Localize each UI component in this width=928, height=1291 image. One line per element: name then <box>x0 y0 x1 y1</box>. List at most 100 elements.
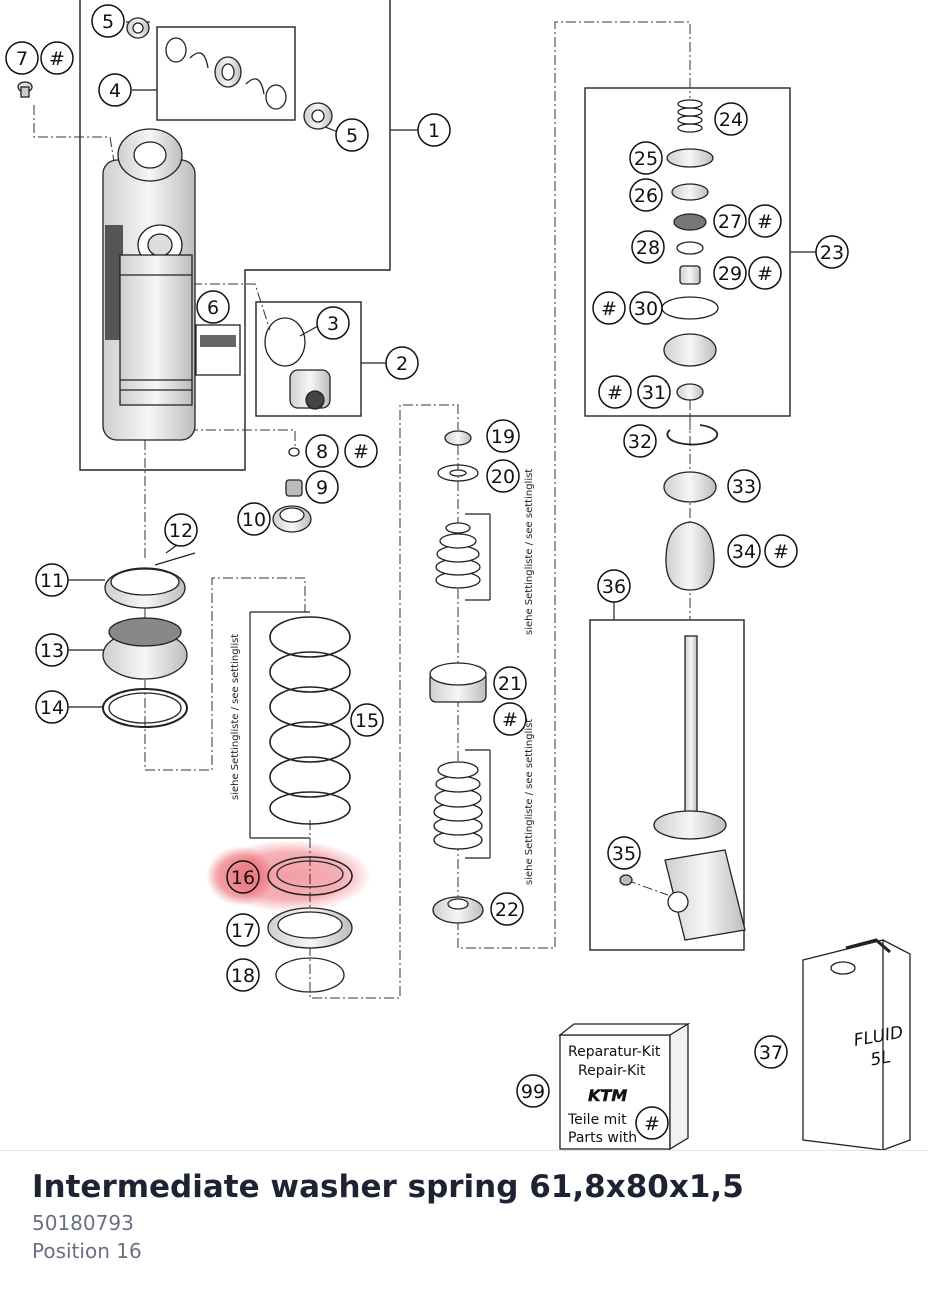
callout-1[interactable]: 1 <box>417 113 451 147</box>
svg-text:9: 9 <box>316 477 328 499</box>
callout-12[interactable]: 12 <box>164 513 198 547</box>
callout-36[interactable]: 36 <box>597 569 631 603</box>
svg-text:10: 10 <box>242 509 266 531</box>
svg-text:14: 14 <box>40 697 64 719</box>
callout-9[interactable]: 9 <box>305 470 339 504</box>
callout-19[interactable]: 19 <box>486 419 520 453</box>
svg-text:20: 20 <box>491 466 515 488</box>
callout-18[interactable]: 18 <box>226 958 260 992</box>
svg-text:6: 6 <box>207 297 219 319</box>
callout-30[interactable]: 30 <box>629 291 663 325</box>
svg-text:16: 16 <box>231 867 255 889</box>
svg-text:#: # <box>644 1113 660 1135</box>
callout-32[interactable]: 32 <box>623 424 657 458</box>
callout-24[interactable]: 24 <box>714 102 748 136</box>
callout-15[interactable]: 15 <box>350 703 384 737</box>
svg-text:37: 37 <box>759 1042 783 1064</box>
hash-marker-4: # <box>748 256 782 290</box>
svg-text:24: 24 <box>719 109 743 131</box>
svg-text:#: # <box>353 441 369 463</box>
svg-text:3: 3 <box>327 313 339 335</box>
svg-text:34: 34 <box>732 541 756 563</box>
svg-text:26: 26 <box>634 185 658 207</box>
group-boxes <box>79 0 791 951</box>
callout-28[interactable]: 28 <box>631 230 665 264</box>
svg-text:99: 99 <box>521 1081 545 1103</box>
hash-marker-1: # <box>40 41 74 75</box>
svg-text:4: 4 <box>109 80 121 102</box>
svg-text:#: # <box>757 263 773 285</box>
repair-kit-line3: Teile mit <box>567 1112 627 1128</box>
svg-text:#: # <box>773 541 789 563</box>
callout-17[interactable]: 17 <box>226 913 260 947</box>
callout-23[interactable]: 23 <box>815 235 849 269</box>
callout-13[interactable]: 13 <box>35 633 69 667</box>
svg-text:33: 33 <box>732 476 756 498</box>
callout-16[interactable]: 16 <box>226 860 260 894</box>
callout-25[interactable]: 25 <box>629 141 663 175</box>
highlight-glow-left <box>206 846 274 906</box>
svg-text:30: 30 <box>634 298 658 320</box>
callout-6[interactable]: 6 <box>196 290 230 324</box>
svg-text:31: 31 <box>642 382 666 404</box>
svg-text:12: 12 <box>169 520 193 542</box>
svg-text:5: 5 <box>102 11 114 33</box>
svg-text:13: 13 <box>40 640 64 662</box>
callout-35[interactable]: 35 <box>607 836 641 870</box>
setting-list-label-stack-top: siehe Settingliste / see settinglist <box>524 469 535 635</box>
callout-7[interactable]: 7 <box>5 41 39 75</box>
callout-21[interactable]: 21 <box>493 666 527 700</box>
callout-14[interactable]: 14 <box>35 690 69 724</box>
svg-text:22: 22 <box>495 899 519 921</box>
callout-11[interactable]: 11 <box>35 563 69 597</box>
svg-text:#: # <box>502 709 518 731</box>
svg-text:36: 36 <box>602 576 626 598</box>
svg-text:23: 23 <box>820 242 844 264</box>
part-position: Position 16 <box>32 1239 142 1263</box>
setting-list-label-stack-bottom: siehe Settingliste / see settinglist <box>524 719 535 885</box>
callout-10[interactable]: 10 <box>237 502 271 536</box>
hash-marker-3: # <box>748 204 782 238</box>
setting-list-label-spring: siehe Settingliste / see settinglist <box>230 634 241 800</box>
callout-8[interactable]: 8 <box>305 434 339 468</box>
callout-29[interactable]: 29 <box>713 256 747 290</box>
repair-kit-label: Reparatur-Kit Repair-Kit KTM Teile mit P… <box>567 1044 661 1146</box>
hash-marker-6: # <box>598 375 632 409</box>
svg-text:5: 5 <box>346 125 358 147</box>
svg-text:21: 21 <box>498 673 522 695</box>
svg-text:35: 35 <box>612 843 636 865</box>
callout-2[interactable]: 2 <box>385 346 419 380</box>
callout-20[interactable]: 20 <box>486 459 520 493</box>
fluid-can-line2: 5L <box>869 1047 892 1070</box>
callout-5a[interactable]: 5 <box>91 4 125 38</box>
part-title: Intermediate washer spring 61,8x80x1,5 <box>32 1169 744 1205</box>
callout-31[interactable]: 31 <box>637 375 671 409</box>
callout-22[interactable]: 22 <box>490 892 524 926</box>
callout-34[interactable]: 34 <box>727 534 761 568</box>
part-number: 50180793 <box>32 1211 134 1235</box>
repair-kit-line2: Repair-Kit <box>578 1063 646 1079</box>
assembly-lines <box>33 21 691 999</box>
callout-37[interactable]: 37 <box>754 1035 788 1069</box>
svg-text:#: # <box>607 382 623 404</box>
callout-3[interactable]: 3 <box>316 306 350 340</box>
svg-text:8: 8 <box>316 441 328 463</box>
svg-text:1: 1 <box>428 120 440 142</box>
part-16-washer <box>267 856 353 896</box>
callout-26[interactable]: 26 <box>629 178 663 212</box>
svg-text:32: 32 <box>628 431 652 453</box>
callout-33[interactable]: 33 <box>727 469 761 503</box>
svg-text:11: 11 <box>40 570 64 592</box>
callout-4[interactable]: 4 <box>98 73 132 107</box>
part-info-panel: Intermediate washer spring 61,8x80x1,5 5… <box>0 1150 928 1291</box>
exploded-parts-diagram: siehe Settingliste / see settinglist sie… <box>5 0 911 1150</box>
svg-text:#: # <box>757 211 773 233</box>
hash-marker-7: # <box>764 534 798 568</box>
callout-99[interactable]: 99 <box>516 1074 550 1108</box>
callout-layer: 1234556789101112131415161718192021222324… <box>5 4 849 1140</box>
ktm-logo: KTM <box>588 1086 627 1105</box>
svg-text:15: 15 <box>355 710 379 732</box>
svg-text:17: 17 <box>231 920 255 942</box>
callout-5b[interactable]: 5 <box>335 118 369 152</box>
callout-27[interactable]: 27 <box>713 204 747 238</box>
